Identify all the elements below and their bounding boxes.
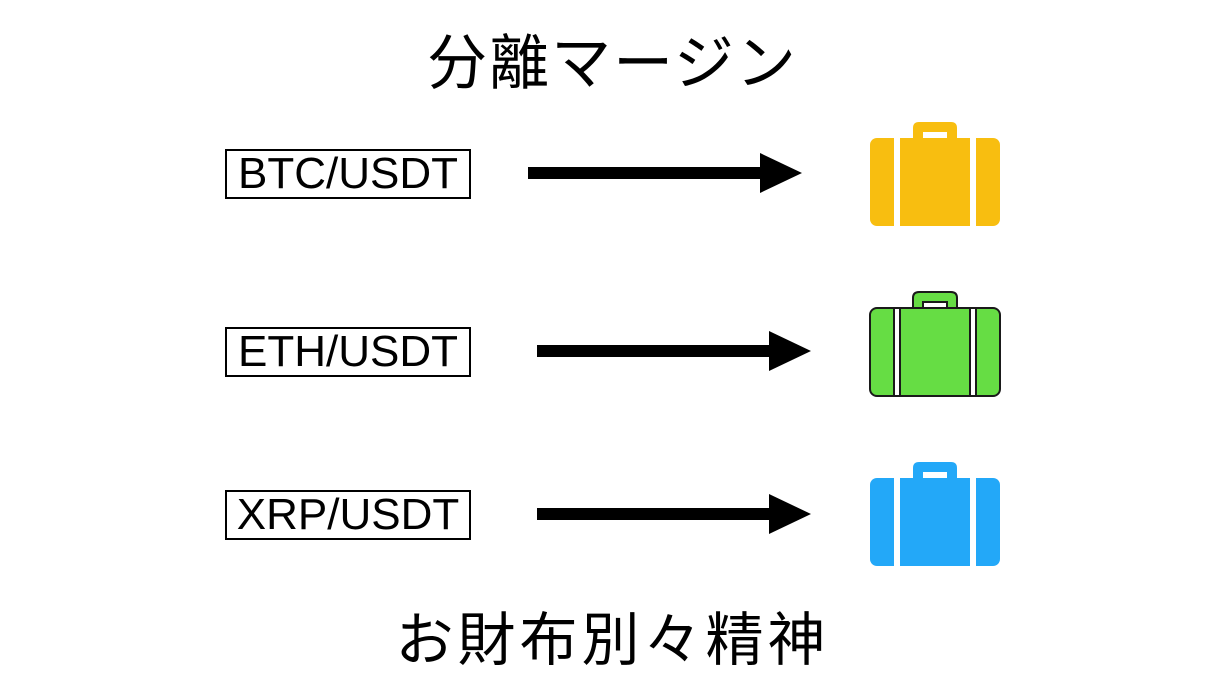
briefcase-icon-xrp: [870, 462, 1000, 566]
briefcase-icon-btc: [870, 122, 1000, 226]
briefcase-icon-eth: [869, 291, 1001, 397]
pair-label-btc: BTC/USDT: [225, 149, 471, 199]
arrow-icon: [528, 153, 802, 193]
page-title: 分離マージン: [427, 29, 798, 99]
footer-caption: お財布別々精神: [395, 606, 830, 674]
arrow-icon: [537, 494, 811, 534]
pair-label-eth: ETH/USDT: [225, 327, 471, 377]
pair-label-xrp: XRP/USDT: [225, 490, 471, 540]
arrow-icon: [537, 331, 811, 371]
